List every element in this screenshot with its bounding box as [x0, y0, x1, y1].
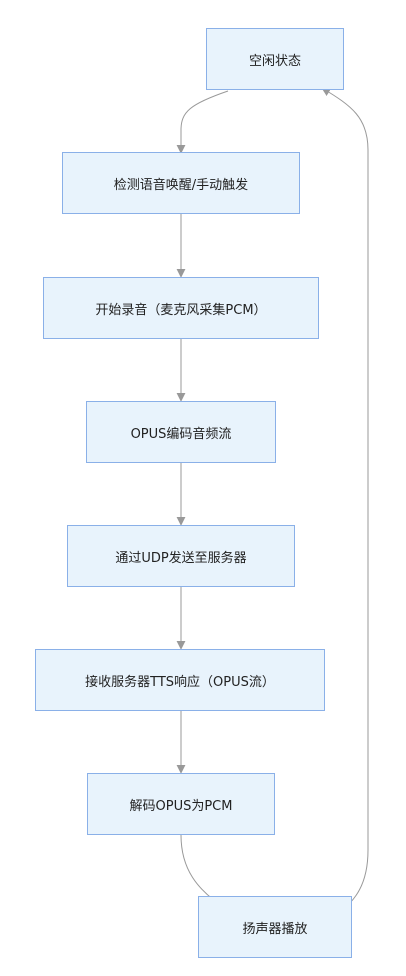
node-play: 扬声器播放	[198, 896, 352, 958]
edge-play-to-idle	[321, 87, 369, 927]
node-idle: 空闲状态	[206, 28, 344, 90]
node-receive: 接收服务器TTS响应（OPUS流）	[35, 649, 325, 711]
node-decode: 解码OPUS为PCM	[87, 773, 275, 835]
node-encode: OPUS编码音频流	[86, 401, 276, 463]
node-record: 开始录音（麦克风采集PCM）	[43, 277, 319, 339]
node-send: 通过UDP发送至服务器	[67, 525, 295, 587]
edge-idle-to-detect	[176, 90, 229, 154]
node-detect: 检测语音唤醒/手动触发	[62, 152, 300, 214]
